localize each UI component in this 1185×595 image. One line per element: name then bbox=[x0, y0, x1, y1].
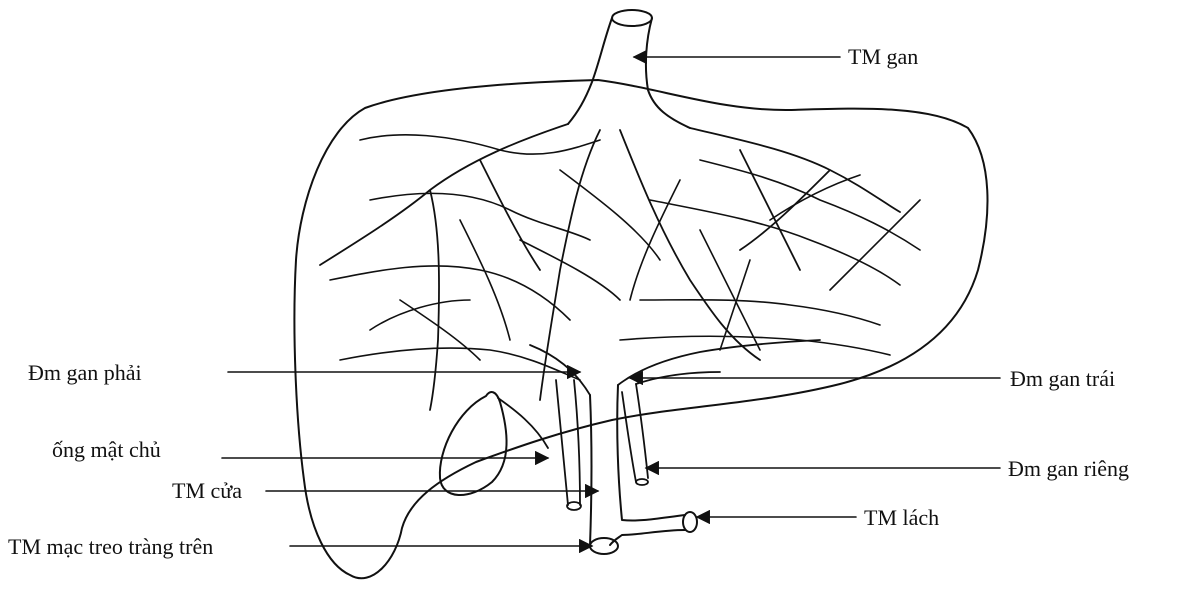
label-tm-gan: TM gan bbox=[848, 44, 918, 69]
label-ong-mat-chu: ống mật chủ bbox=[52, 437, 161, 462]
label-tm-cua: TM cửa bbox=[172, 478, 242, 503]
sup-mesenteric-vein-end bbox=[590, 538, 618, 554]
label-tm-mac-treo: TM mạc treo tràng trên bbox=[8, 534, 213, 559]
splenic-vein-end bbox=[683, 512, 697, 532]
liver-outline bbox=[294, 80, 987, 578]
label-tm-lach: TM lách bbox=[864, 505, 939, 530]
common-bile-duct bbox=[556, 380, 580, 505]
label-dm-gan-rieng: Đm gan riêng bbox=[1008, 456, 1129, 481]
gallbladder bbox=[440, 392, 507, 495]
label-dm-gan-trai: Đm gan trái bbox=[1010, 366, 1115, 391]
proper-hepatic-artery bbox=[622, 384, 648, 482]
hepatic-vein bbox=[568, 18, 690, 128]
label-dm-gan-phai: Đm gan phải bbox=[28, 360, 142, 385]
portal-vein bbox=[590, 385, 685, 545]
